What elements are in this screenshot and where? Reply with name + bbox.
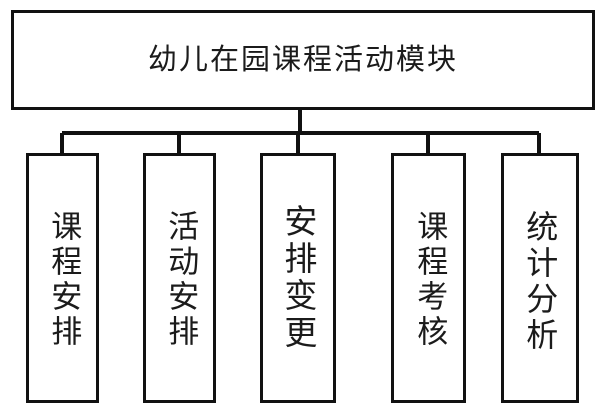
- root-module-label: 幼儿在园课程活动模块: [147, 42, 458, 77]
- module-box-statistical-analysis[interactable]: 统计分析: [501, 153, 579, 403]
- module-label-course-schedule: 课程安排: [45, 210, 82, 350]
- module-box-activity-schedule[interactable]: 活动安排: [143, 153, 216, 403]
- module-box-schedule-change[interactable]: 安排变更: [260, 153, 336, 403]
- module-box-course-assessment[interactable]: 课程考核: [391, 153, 466, 403]
- root-module-box[interactable]: 幼儿在园课程活动模块: [11, 10, 595, 110]
- module-label-schedule-change: 安排变更: [278, 204, 318, 352]
- module-box-course-schedule[interactable]: 课程安排: [26, 153, 99, 403]
- module-label-statistical-analysis: 统计分析: [521, 210, 560, 354]
- module-label-course-assessment: 课程考核: [411, 210, 448, 350]
- module-label-activity-schedule: 活动安排: [162, 210, 199, 350]
